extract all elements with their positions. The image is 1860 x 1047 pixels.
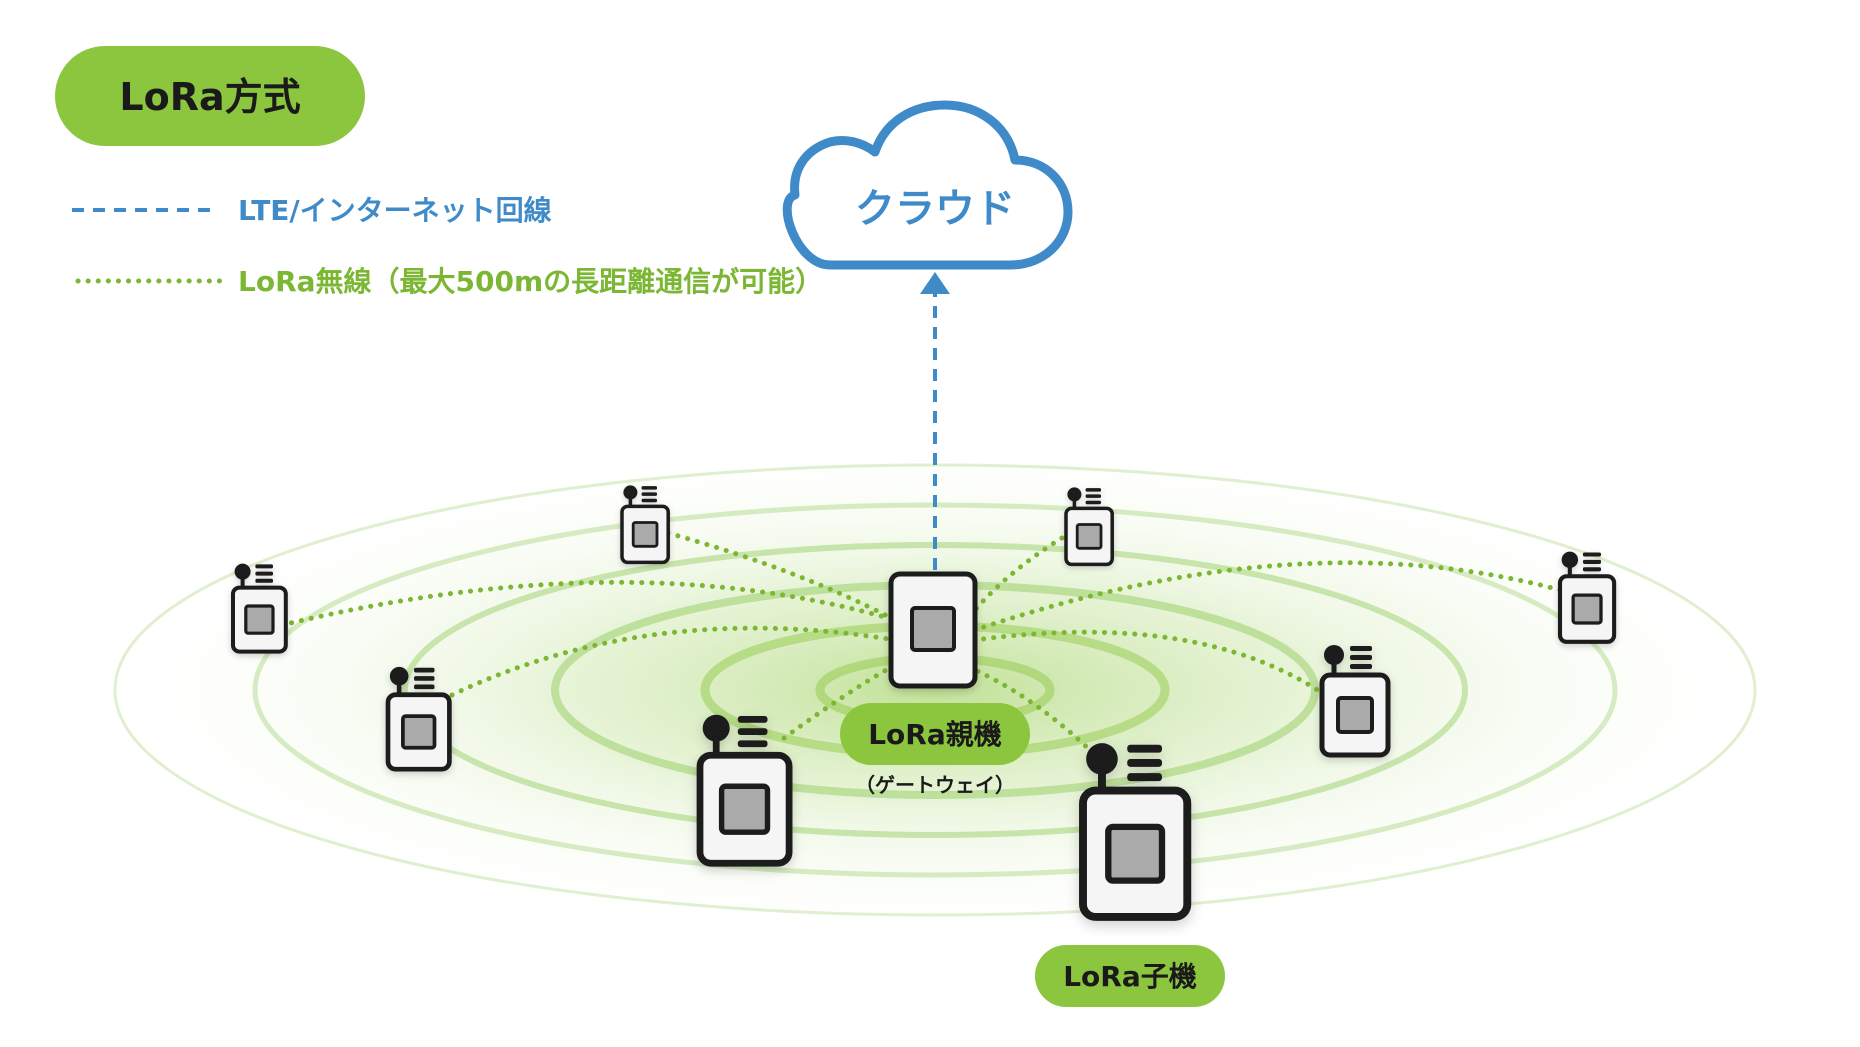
lte-connection <box>920 272 950 570</box>
cloud-label: クラウド <box>855 186 1015 232</box>
radio-wave-rings <box>75 440 1795 940</box>
link-node-3 <box>665 530 898 623</box>
link-node-2 <box>449 625 898 698</box>
legend-lte-label: LTE/インターネット回線 <box>238 194 552 227</box>
lora-node <box>385 666 452 772</box>
lora-links <box>259 530 1563 763</box>
lora-node <box>1064 487 1114 567</box>
gateway-label: LoRa親機 <box>868 718 1002 751</box>
gateway-device <box>888 571 978 689</box>
arrow-up-icon <box>920 272 950 294</box>
link-node-4 <box>781 662 898 741</box>
lora-node <box>230 563 288 654</box>
link-node-5 <box>972 535 1065 613</box>
page-title: LoRa方式 <box>119 75 300 119</box>
lora-node <box>696 714 793 867</box>
lora-node-featured <box>1079 743 1192 921</box>
gateway-sublabel: （ゲートウェイ） <box>855 773 1015 797</box>
title-pill: LoRa方式 <box>55 46 365 146</box>
link-node-1 <box>259 579 898 633</box>
lora-node <box>1319 645 1391 758</box>
legend-lora-label: LoRa無線（最大500mの長距離通信が可能） <box>238 265 823 298</box>
cloud-icon: クラウド <box>782 100 1073 270</box>
lora-node <box>620 485 670 565</box>
legend: LTE/インターネット回線 LoRa無線（最大500mの長距離通信が可能） <box>72 194 823 298</box>
link-node-7 <box>972 629 1328 698</box>
node-label-pill: LoRa子機 <box>1035 945 1225 1007</box>
gateway-label-pill: LoRa親機 <box>840 703 1030 765</box>
link-node-8 <box>972 667 1103 763</box>
lora-node <box>1557 551 1617 644</box>
node-label: LoRa子機 <box>1063 960 1197 993</box>
